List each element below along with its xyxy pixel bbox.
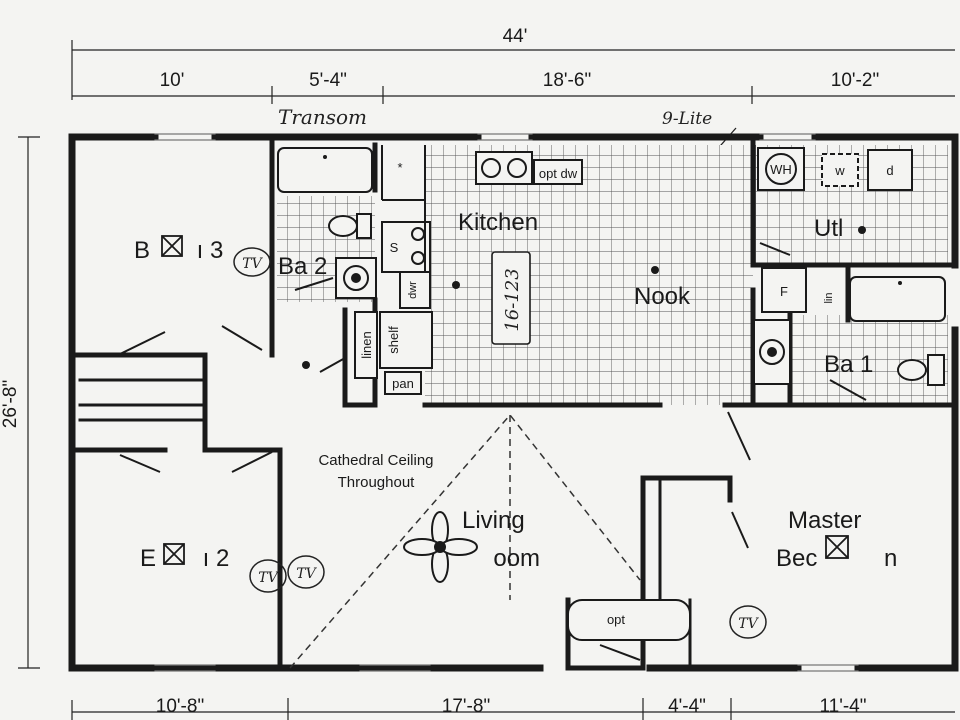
bath2-tub [277, 147, 373, 193]
linen-cabinet [354, 311, 378, 379]
room-label-bedroom2: E ı 2 [140, 545, 229, 572]
pantry-cabinet [384, 371, 422, 395]
dim-bottom-3: 4'-4" [668, 696, 706, 717]
dim-bottom-2: 17'-8" [442, 696, 490, 717]
dim-top-2: 5'-4" [309, 70, 347, 91]
room-label-kitchen: Kitchen [458, 209, 538, 236]
fixture-label-wh: WH [770, 162, 792, 177]
dim-overall-depth: 26'-8" [0, 380, 21, 428]
room-label-utility: Utl [814, 215, 843, 242]
dimension-lines [18, 40, 955, 720]
model-box [491, 251, 531, 345]
fixture-label-dryer-vent: dwr [407, 281, 419, 299]
fixture-label-opt-dw: opt dw [539, 166, 578, 181]
shelf-cabinet [379, 311, 433, 369]
tv-marks [233, 247, 767, 639]
bath2-toilet [328, 215, 358, 237]
room-label-bath1: Ba 1 [824, 351, 873, 378]
note-transom: Transom [278, 105, 367, 129]
fixture-label-lin: lin [823, 292, 835, 303]
dim-overall-width: 44' [503, 26, 528, 47]
dim-bottom-4: 11'-4" [820, 696, 867, 717]
tv-label-master: TV [738, 616, 759, 632]
dim-top-3: 18'-6" [543, 70, 591, 91]
fixture-label-dryer: d [886, 163, 893, 178]
note-nine-lite: 9-Lite [662, 109, 712, 129]
walls [68, 133, 959, 672]
dim-bottom-1: 10'-8" [156, 696, 204, 717]
bath1-toilet [897, 359, 927, 381]
fixture-label-range: S [390, 240, 399, 255]
fixtures [277, 145, 946, 641]
fixture-label-shelf: shelf [386, 326, 401, 354]
fixture-label-fridge: F [780, 284, 788, 299]
doors [117, 242, 867, 661]
fixture-label-asterisk: * [397, 160, 402, 175]
cathedral-ceiling-lines [289, 413, 641, 669]
fixture-label-opt: opt [607, 612, 625, 627]
room-label-living-2: oom [440, 545, 540, 572]
tv-label-bed2-b: TV [296, 566, 317, 582]
closet-shelf [567, 599, 691, 641]
tv-label-bed2-a: TV [258, 570, 279, 586]
fixture-label-washer: w [834, 163, 845, 178]
room-label-living-1: Living [462, 507, 525, 534]
light-dots [302, 155, 902, 369]
dishwasher-box [533, 159, 583, 185]
room-label-master-1: Master [788, 507, 861, 534]
bath1-tub [849, 276, 946, 322]
fixture-label-linen: linen [359, 331, 374, 358]
note-cathedral-2: Throughout [338, 474, 416, 491]
tv-label-bed3: TV [242, 256, 263, 272]
note-cathedral-1: Cathedral Ceiling [318, 452, 433, 469]
ceiling-fan-icon [403, 511, 478, 583]
model-number: 16-123 [502, 268, 523, 331]
room-label-bedroom3: B ı 3 [134, 237, 223, 264]
fridge [761, 267, 807, 313]
dim-top-1: 10' [160, 70, 185, 91]
room-label-nook: Nook [634, 283, 691, 310]
smoke-detectors [161, 235, 849, 565]
room-label-master-2: Bec n [776, 545, 897, 572]
room-label-bath2: Ba 2 [278, 253, 327, 280]
dim-top-4: 10'-2" [831, 70, 879, 91]
fixture-label-pantry: pan [392, 376, 414, 391]
